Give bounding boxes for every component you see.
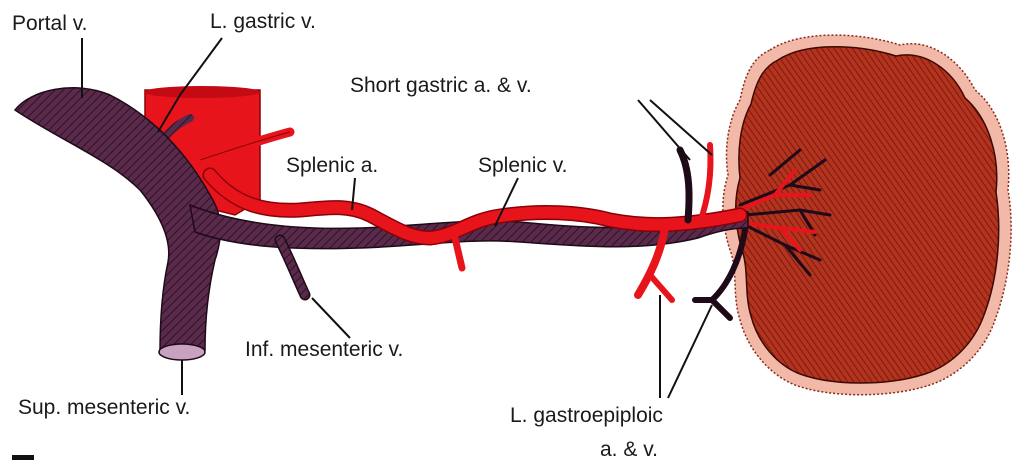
- label-l-gastric-v: L. gastric v.: [210, 10, 316, 33]
- label-sup-mesenteric-v: Sup. mesenteric v.: [18, 396, 190, 419]
- leader-l-gastroepiploic-2: [668, 305, 712, 398]
- label-splenic-a: Splenic a.: [286, 154, 378, 177]
- leader-short-gastric-1: [638, 100, 690, 160]
- label-inf-mesenteric-v: Inf. mesenteric v.: [245, 338, 403, 361]
- label-portal-v: Portal v.: [12, 12, 87, 35]
- label-l-gastroepiploic-line1: L. gastroepiploic: [510, 404, 663, 427]
- figure-marker: [12, 455, 34, 460]
- label-l-gastroepiploic-line2: a. & v.: [600, 438, 658, 461]
- spleen-parenchyma: [736, 47, 999, 383]
- spleen: [723, 35, 1011, 395]
- label-splenic-v: Splenic v.: [478, 154, 568, 177]
- leader-inf-mesenteric-v: [312, 298, 350, 338]
- sup-mesenteric-cut-end: [159, 344, 205, 360]
- label-short-gastric: Short gastric a. & v.: [350, 74, 532, 97]
